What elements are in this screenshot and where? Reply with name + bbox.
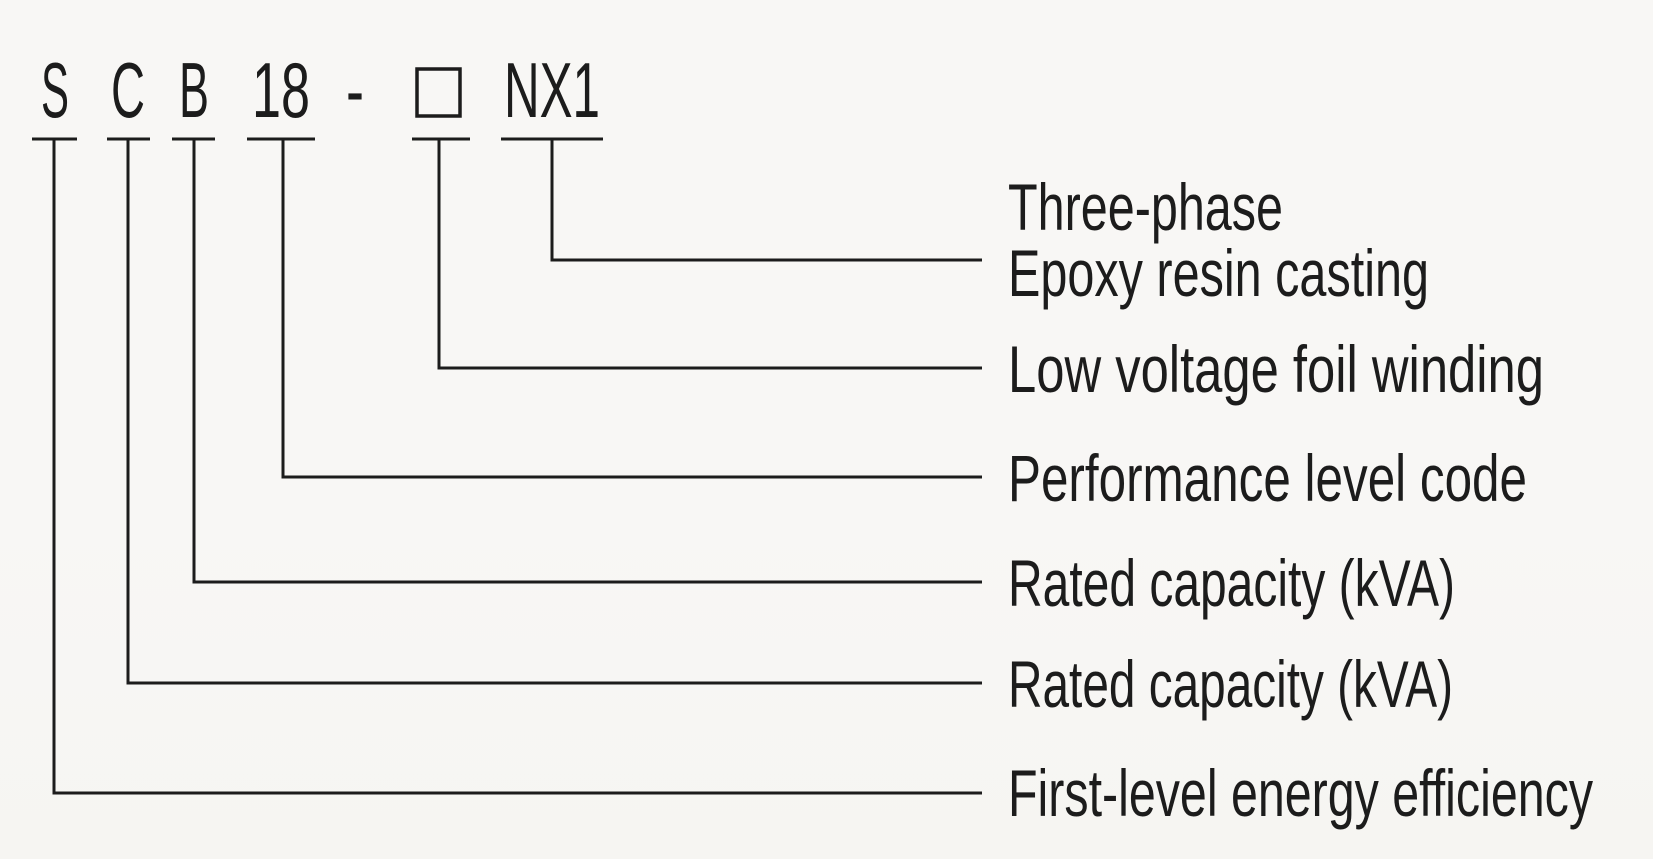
label-epoxy-resin-casting: Epoxy resin casting	[1008, 236, 1429, 310]
connector-nx1-to-epoxy	[550, 140, 982, 262]
code-number-18: 18	[252, 46, 310, 134]
label-rated-capacity-1: Rated capacity (kVA)	[1008, 546, 1455, 620]
label-rated-capacity-2: Rated capacity (kVA)	[1008, 647, 1453, 721]
connector-s-to-first-level	[52, 140, 982, 795]
code-char-c: C	[111, 46, 145, 134]
connector-c-to-rated-capacity	[126, 140, 982, 685]
label-performance-level-code: Performance level code	[1008, 441, 1527, 515]
label-first-level-energy-efficiency: First-level energy efficiency	[1008, 756, 1593, 830]
label-three-phase: Three-phase	[1008, 170, 1283, 244]
code-char-b: B	[179, 46, 209, 134]
code-separator-hyphen: -	[346, 46, 364, 134]
code-char-s: S	[41, 46, 69, 134]
empty-square-placeholder-icon	[415, 67, 462, 118]
connector-18-to-performance	[281, 140, 982, 479]
connector-box-to-low-voltage	[437, 140, 982, 370]
label-low-voltage-foil-winding: Low voltage foil winding	[1008, 332, 1544, 406]
code-suffix-nx1: NX1	[504, 46, 600, 134]
connector-b-to-rated-capacity	[192, 140, 982, 584]
